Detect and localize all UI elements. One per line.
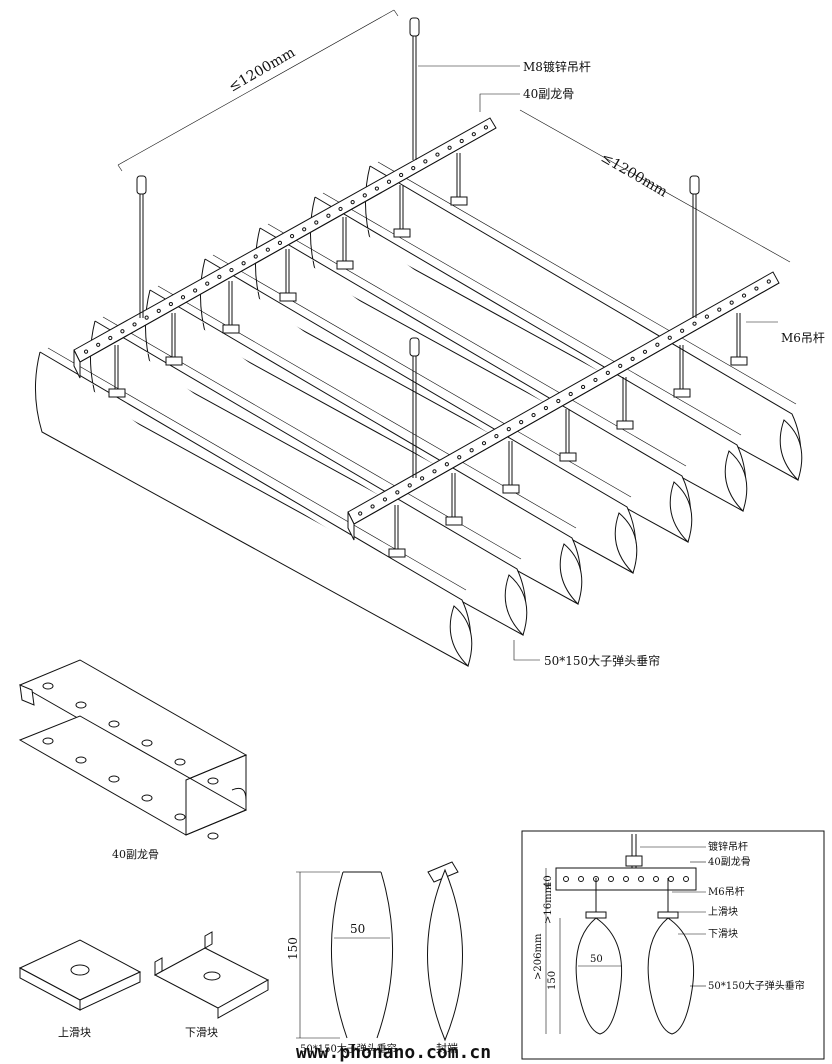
m6-rod-6 [502,441,520,494]
callout-sub-keel: 40副龙骨 [479,87,574,112]
dim-gap: >16mm [543,883,554,924]
section-detail: 40 >16mm >206mm 150 50 镀锌吊杆 40副龙骨 M6吊杆 上… [521,830,825,1060]
label-m6-rod: M6吊杆 [781,331,825,345]
profile-height: 150 [286,937,300,960]
hanger-rod-3 [689,175,700,318]
m6-rod-12 [673,345,691,398]
m6-rod-3 [165,313,183,366]
sub-keel-front [347,271,780,541]
detail-assembly-left [575,878,623,1035]
dimension-label-span-2: ≤1200mm [598,150,670,201]
caption-end-cap: 封端 [436,1041,458,1055]
m6-rod-10 [616,377,634,430]
label-hanger-rod: M8镀锌吊杆 [523,60,591,74]
m6-rods [108,153,748,558]
label-sub-keel: 40副龙骨 [523,87,574,101]
m6-rod-2 [388,505,406,558]
website-watermark: www.phonano.com.cn [296,1042,491,1063]
detail-label-curtain: 50*150大子弹头垂帘 [708,979,805,992]
m6-rod-9 [336,217,354,270]
hanger-rod-1 [136,175,147,318]
m6-rod-7 [279,249,297,302]
curtain-blades [35,161,803,668]
m6-rod-5 [222,281,240,334]
part-end-cap: 封端 [427,861,463,1055]
dimension-span-1: ≤1200mm [117,9,399,172]
hanger-rod-2 [409,17,420,160]
caption-sub-keel: 40副龙骨 [112,848,159,861]
m8-hanger-rods [136,17,700,478]
part-lower-slider: 下滑块 [153,931,270,1039]
m6-rod-8 [559,409,577,462]
profile-width: 50 [350,922,365,936]
caption-upper-slider: 上滑块 [58,1026,91,1039]
detail-label-m6-rod: M6吊杆 [708,886,745,898]
hanger-rod-4 [409,337,420,478]
label-curtain: 50*150大子弹头垂帘 [544,653,660,668]
detail-assembly-right [647,878,695,1035]
dimension-span-2: ≤1200mm [519,109,791,263]
m6-rod-11 [393,185,411,238]
dim-keel: 40 [543,875,554,888]
caption-lower-slider: 下滑块 [185,1026,218,1039]
callout-hanger-rod: M8镀锌吊杆 [418,60,591,74]
part-upper-slider: 上滑块 [18,939,142,1039]
callout-m6-rod: M6吊杆 [746,321,825,345]
detail-label-upper-slider: 上滑块 [708,906,738,918]
main-isometric-view: ≤1200mm ≤1200mm M8镀锌吊杆 40副龙骨 M6吊杆 50*150… [35,9,825,668]
dim-height: 150 [547,971,558,990]
detail-label-lower-slider: 下滑块 [708,928,738,940]
dim-width: 50 [590,954,603,965]
m6-rod-14 [730,313,748,366]
curtain-blade-2 [310,192,748,513]
callout-curtain: 50*150大子弹头垂帘 [513,640,660,668]
sub-keel-back [73,117,497,379]
m6-rod-4 [445,473,463,526]
dim-total: >206mm [533,933,544,980]
m6-rod-1 [108,345,126,398]
part-sub-keel: 40副龙骨 [18,659,248,861]
detail-label-hanger-rod: 镀锌吊杆 [708,840,748,853]
m6-rod-13 [450,153,468,206]
detail-label-sub-keel: 40副龙骨 [708,855,751,868]
part-profile-section: 150 50 50*150大子弹头垂帘 [286,871,397,1055]
caption-profile: 50*150大子弹头垂帘 [300,1042,397,1055]
